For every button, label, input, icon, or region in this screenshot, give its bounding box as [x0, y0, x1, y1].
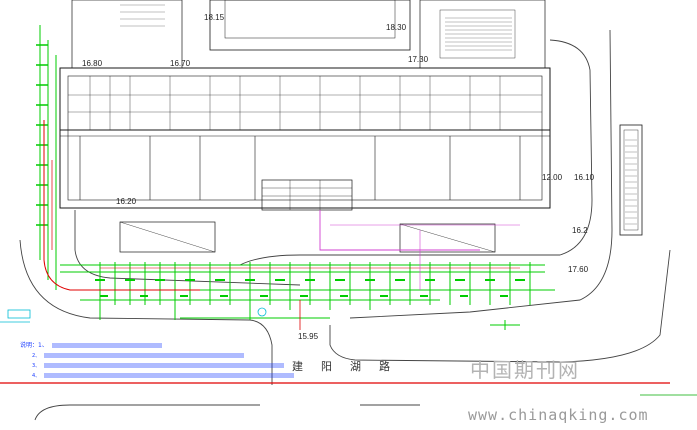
watermark-chinese: 中国期刊网 [470, 358, 580, 382]
note-line: 3、 [32, 363, 40, 369]
elevation-label: 16.20 [116, 197, 137, 206]
note-line: 4、 [32, 373, 40, 379]
seating-hatch [120, 4, 637, 225]
note-line: 2、 [32, 353, 40, 359]
drainage-pipe-network [36, 25, 555, 330]
elevation-label: 18.15 [204, 13, 225, 22]
cyan-markers [0, 307, 697, 396]
elevation-label: 16.80 [82, 59, 103, 68]
building-walls [59, 0, 643, 253]
notes-title: 说明：1、 [20, 341, 48, 349]
red-pipelines [0, 120, 670, 384]
elevation-label: 18.30 [386, 23, 407, 32]
design-notes: 说明：1、 2、 3、 4、 [20, 341, 294, 379]
road-name: 建阳湖路 [292, 359, 408, 373]
magenta-pipelines [319, 210, 520, 290]
elevation-label: 16.10 [574, 173, 595, 182]
road-curbs [19, 29, 671, 421]
watermark-url: www.chinaqking.com [468, 406, 649, 424]
elevation-label: 16.70 [170, 59, 191, 68]
elevation-label: 16.2 [572, 226, 588, 235]
elevation-label: 17.30 [408, 55, 429, 64]
elevation-label: 15.95 [298, 332, 319, 341]
elevation-labels: 18.15 18.30 16.80 16.70 17.30 16.20 12.0… [82, 13, 595, 341]
elevation-label: 17.60 [568, 265, 589, 274]
elevation-label: 12.00 [542, 173, 563, 182]
